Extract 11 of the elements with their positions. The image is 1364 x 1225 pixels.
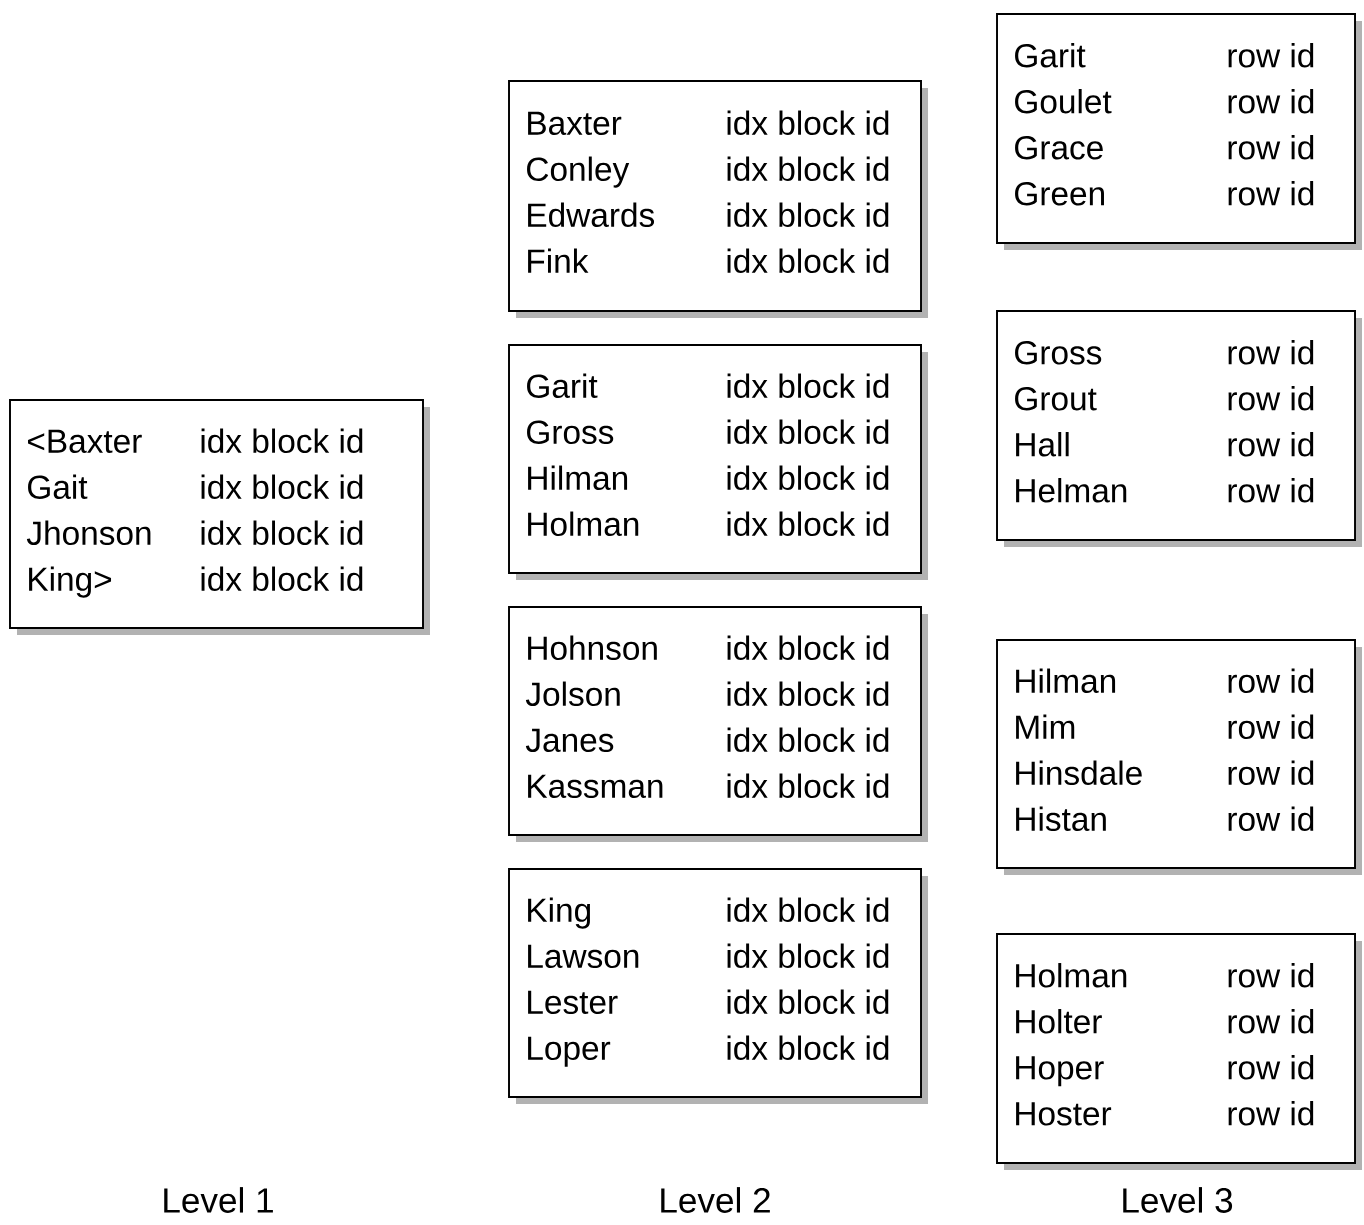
index-block: King idx block id Lawson idx block id Lester idx block id Loper idx block id bbox=[508, 868, 928, 1104]
level-label: Level 1 bbox=[164, 1187, 273, 1213]
index-block: Hohnson idx block id Jolson idx block id Janes idx block id Kassman idx block id bbox=[508, 606, 928, 842]
index-block: Garit idx block id Gross idx block id Hilman idx block id Holman idx block id bbox=[508, 344, 928, 580]
index-block: <Baxter idx block id Gait idx block id Jhonson idx block id King> idx block id bbox=[9, 399, 430, 635]
index-block: Holman row id Holter row id Hoper row id Hoster row id bbox=[996, 933, 1362, 1170]
level-label: Level 2 bbox=[661, 1187, 770, 1213]
index-block: Baxter idx block id Conley idx block id Edwards idx block id Fink idx block id bbox=[508, 80, 928, 318]
index-block: Gross row id Grout row id Hall row id Helman row id bbox=[996, 310, 1362, 547]
index-block: Hilman row id Mim row id Hinsdale row id Histan row id bbox=[996, 639, 1362, 875]
index-block: Garit row id Goulet row id Grace row id Green row id bbox=[996, 13, 1362, 250]
